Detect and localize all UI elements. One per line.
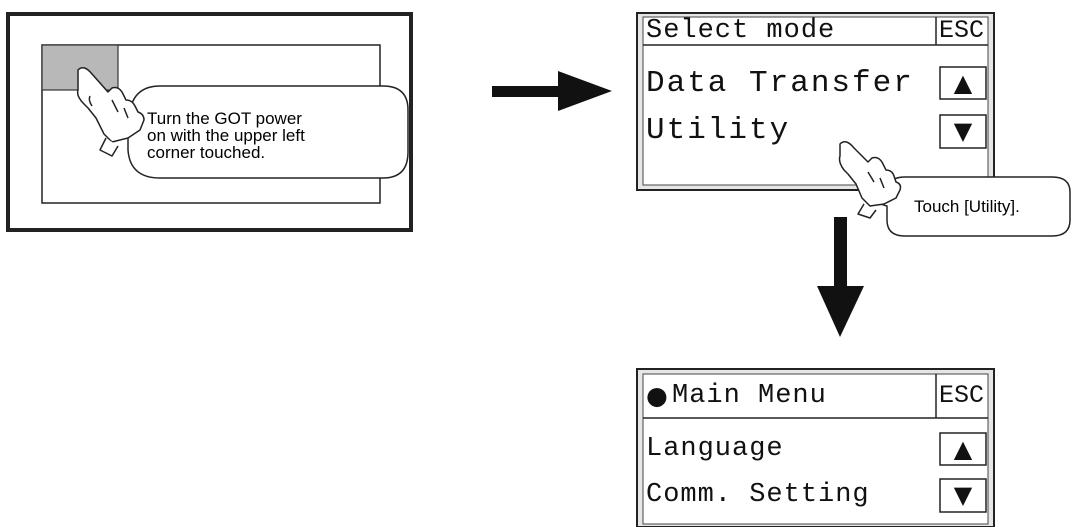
down-arrow-icon[interactable]: ▼ — [953, 117, 973, 145]
right-arrow — [492, 71, 612, 111]
select-esc-button[interactable]: ESC — [939, 16, 985, 45]
main-menu-title: Main Menu — [672, 381, 827, 411]
main-esc-button[interactable]: ESC — [939, 381, 985, 410]
callout-line: Turn the GOT power — [147, 109, 302, 128]
main-down-button — [939, 478, 987, 513]
select-down-button — [939, 114, 987, 149]
step1-callout-text: Turn the GOT power on with the upper lef… — [147, 110, 397, 161]
pointing-hand-icon — [76, 67, 145, 157]
down-arrow-icon[interactable]: ▼ — [953, 481, 973, 509]
pointing-hand-icon — [838, 141, 902, 219]
down-arrow — [817, 217, 864, 337]
upper-left-touch-area — [41, 44, 119, 91]
up-arrow-icon[interactable]: ▲ — [953, 435, 973, 463]
up-arrow-icon[interactable]: ▲ — [953, 69, 973, 97]
callout-line: on with the upper left — [147, 126, 305, 145]
select-mode-title: Select mode — [646, 16, 836, 46]
menu-item-data-transfer[interactable]: Data Transfer — [646, 66, 914, 101]
step2-callout-text: Touch [Utility]. — [914, 197, 1020, 216]
main-menu-bullet-icon: ● — [646, 381, 668, 410]
menu-item-comm-setting[interactable]: Comm. Setting — [646, 480, 870, 510]
main-up-button — [939, 432, 987, 466]
menu-item-utility[interactable]: Utility — [646, 113, 791, 148]
callout-line: corner touched. — [147, 143, 266, 162]
menu-item-language[interactable]: Language — [646, 434, 784, 464]
select-up-button — [939, 66, 987, 100]
